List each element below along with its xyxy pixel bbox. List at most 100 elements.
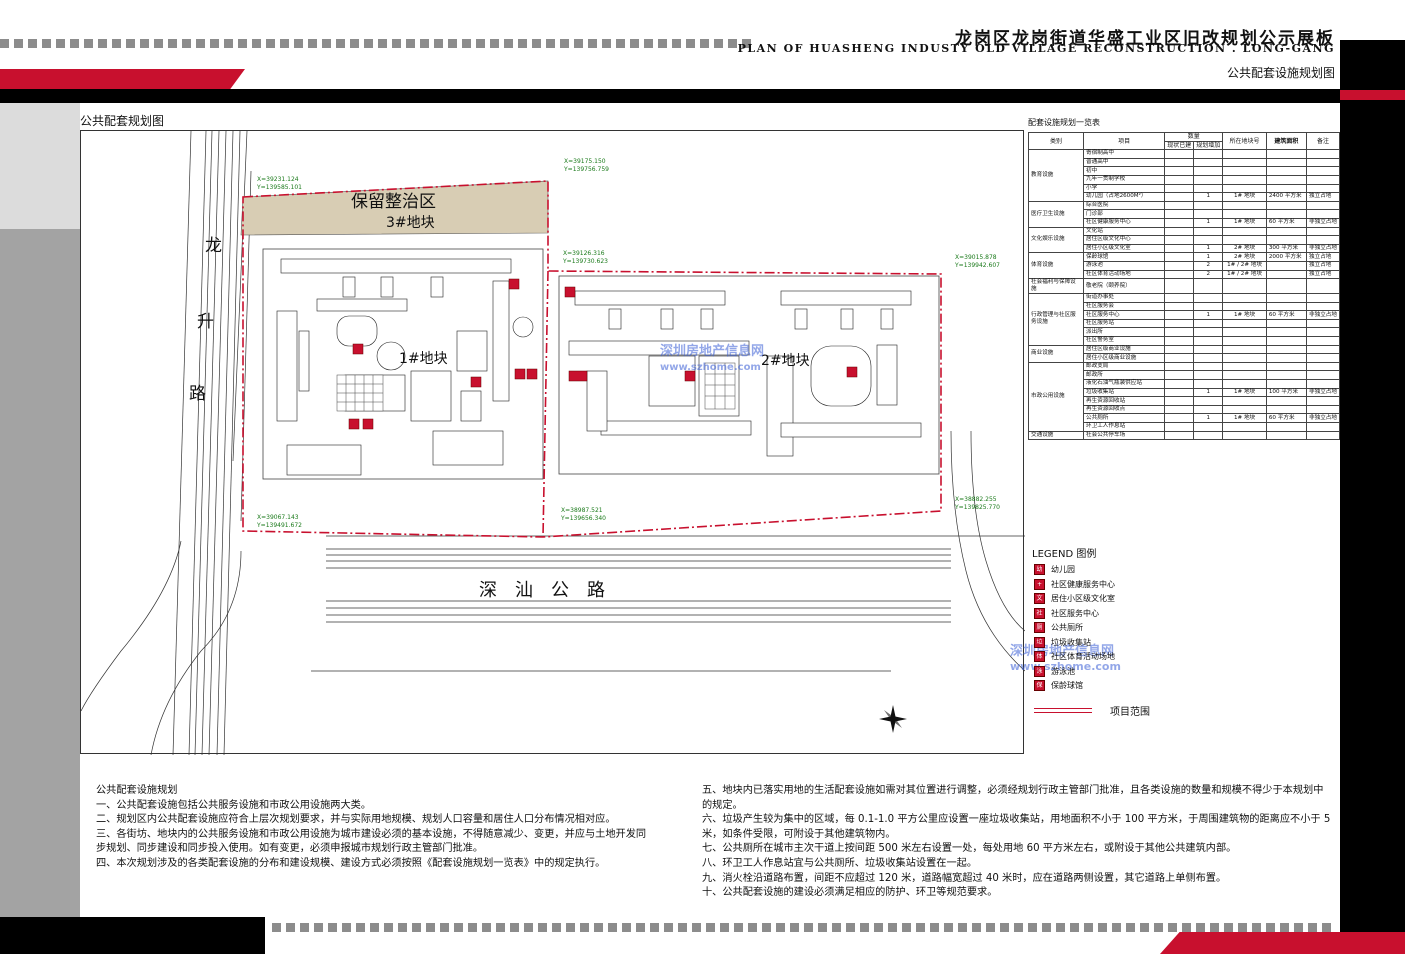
table-cell-note: 非独立占地 (1306, 310, 1340, 320)
note-paragraph: 六、垃圾产生较为集中的区域，每 0.1-1.0 平方公里应设置一座垃圾收集站，用… (702, 814, 1331, 840)
parcel-1-plaza-grid (336, 374, 384, 412)
pool-2-marker (846, 366, 858, 378)
table-cell-category: 文化娱乐设施 (1028, 226, 1084, 254)
table-cell-note (1306, 379, 1340, 389)
table-cell-loc (1222, 361, 1267, 372)
strip-dash (1042, 923, 1051, 932)
table-cell-b (1193, 404, 1224, 415)
table-cell-a (1164, 226, 1195, 237)
board-title-en: PLAN OF HUASHENG INDUSTY OLD VILLAGE REC… (737, 42, 1335, 55)
table-cell-note (1306, 166, 1340, 176)
table-cell-b: 1 (1193, 243, 1224, 254)
table-cell-loc: 1# / 2# 地块 (1222, 269, 1267, 280)
table-cell-b (1193, 157, 1224, 168)
table-cell-a (1164, 301, 1195, 312)
table-cell-a (1164, 327, 1195, 338)
strip-dash (678, 923, 687, 932)
legend-facility-icon: 幼 (1034, 564, 1045, 575)
table-cell-note (1306, 235, 1340, 245)
legend-item-label: 公共厕所 (1051, 623, 1083, 632)
strip-dash (700, 39, 709, 48)
strip-dash (790, 923, 799, 932)
strip-dash (356, 923, 365, 932)
table-cell-note (1306, 200, 1340, 211)
table-row: 再生资源回收点 (1029, 404, 1340, 415)
table-cell-area (1265, 370, 1308, 381)
table-cell-loc (1222, 235, 1267, 245)
strip-dash (714, 39, 723, 48)
table-cell-a (1164, 396, 1195, 406)
table-cell-b: 1 (1193, 192, 1224, 202)
toilet-marker (526, 368, 538, 380)
table-cell-loc (1222, 149, 1267, 159)
strip-dash (552, 923, 561, 932)
strip-dash (608, 923, 617, 932)
strip-dash (846, 923, 855, 932)
strip-dash (728, 39, 737, 48)
footer-black-band (0, 917, 265, 954)
table-cell-area (1265, 344, 1308, 355)
parcel-1-buildings (276, 258, 534, 476)
table-cell-area: 2400 平方米 (1265, 192, 1308, 202)
right-red-stripe (1340, 90, 1405, 100)
footer-red-band (1160, 932, 1405, 954)
table-cell-note (1306, 174, 1340, 185)
table-cell-item: 社区服务站 (1082, 318, 1166, 329)
west-road-char-3: 路 (189, 384, 206, 404)
table-cell-a (1164, 149, 1195, 159)
strip-dash (574, 39, 583, 48)
strip-dash (1028, 923, 1037, 932)
header-area: 建筑面积 (1265, 131, 1308, 151)
north-arrow-icon (879, 705, 907, 733)
strip-dash (944, 923, 953, 932)
table-cell-item: 街道办事处 (1082, 293, 1166, 303)
coord-y-1: Y=139585.101 (256, 184, 302, 191)
strip-dash (448, 39, 457, 48)
table-cell-b (1193, 361, 1224, 372)
table-cell-a (1164, 243, 1195, 254)
table-cell-area (1265, 269, 1308, 280)
table-cell-note (1306, 327, 1340, 338)
map-title: 公共配套规划图 (80, 114, 165, 128)
legend-item: 厕公共厕所 (1034, 622, 1083, 633)
header-black-band (0, 89, 1340, 103)
table-cell-item: 普通高中 (1082, 157, 1166, 168)
strip-dash (1266, 923, 1275, 932)
table-cell-a (1164, 269, 1195, 280)
table-cell-b: 1 (1193, 387, 1224, 398)
strip-dash (650, 923, 659, 932)
strip-dash (832, 923, 841, 932)
table-cell-area: 60 平方米 (1265, 413, 1308, 423)
strip-dash (1070, 923, 1079, 932)
table-cell-item: 寄宿制高中 (1082, 149, 1166, 159)
table-cell-b (1193, 149, 1224, 159)
parcel-2-court-grid (704, 362, 736, 410)
legend-facility-icon: 体 (1034, 651, 1045, 662)
table-row: 社区服务会 (1029, 301, 1340, 312)
table-cell-note (1306, 422, 1340, 432)
table-row: 教育设施寄宿制高中 (1028, 149, 1340, 202)
table-cell-area (1265, 379, 1308, 389)
table-cell-loc: 1# 地块 (1222, 310, 1267, 320)
table-cell-b (1193, 278, 1224, 295)
table-cell-item: 居住小区级文化室 (1082, 243, 1166, 254)
facility-table-title: 配套设施规划一览表 (1028, 118, 1100, 127)
table-cell-loc (1222, 336, 1267, 346)
table-cell-a (1164, 157, 1195, 168)
table-cell-a (1164, 166, 1195, 176)
strip-dash (860, 923, 869, 932)
table-cell-note: 独立占地 (1306, 269, 1340, 280)
table-cell-note (1306, 293, 1340, 303)
table-cell-b: 2 (1193, 269, 1224, 280)
strip-dash (1196, 923, 1205, 932)
table-cell-loc (1222, 278, 1267, 295)
strip-dash (658, 39, 667, 48)
table-cell-area (1265, 183, 1308, 194)
table-cell-item: 社区服务中心 (1082, 310, 1166, 320)
strip-dash (28, 39, 37, 48)
table-cell-b (1193, 235, 1224, 245)
table-cell-note (1306, 301, 1340, 312)
legend-item-label: 社区体育活动场地 (1051, 652, 1115, 661)
